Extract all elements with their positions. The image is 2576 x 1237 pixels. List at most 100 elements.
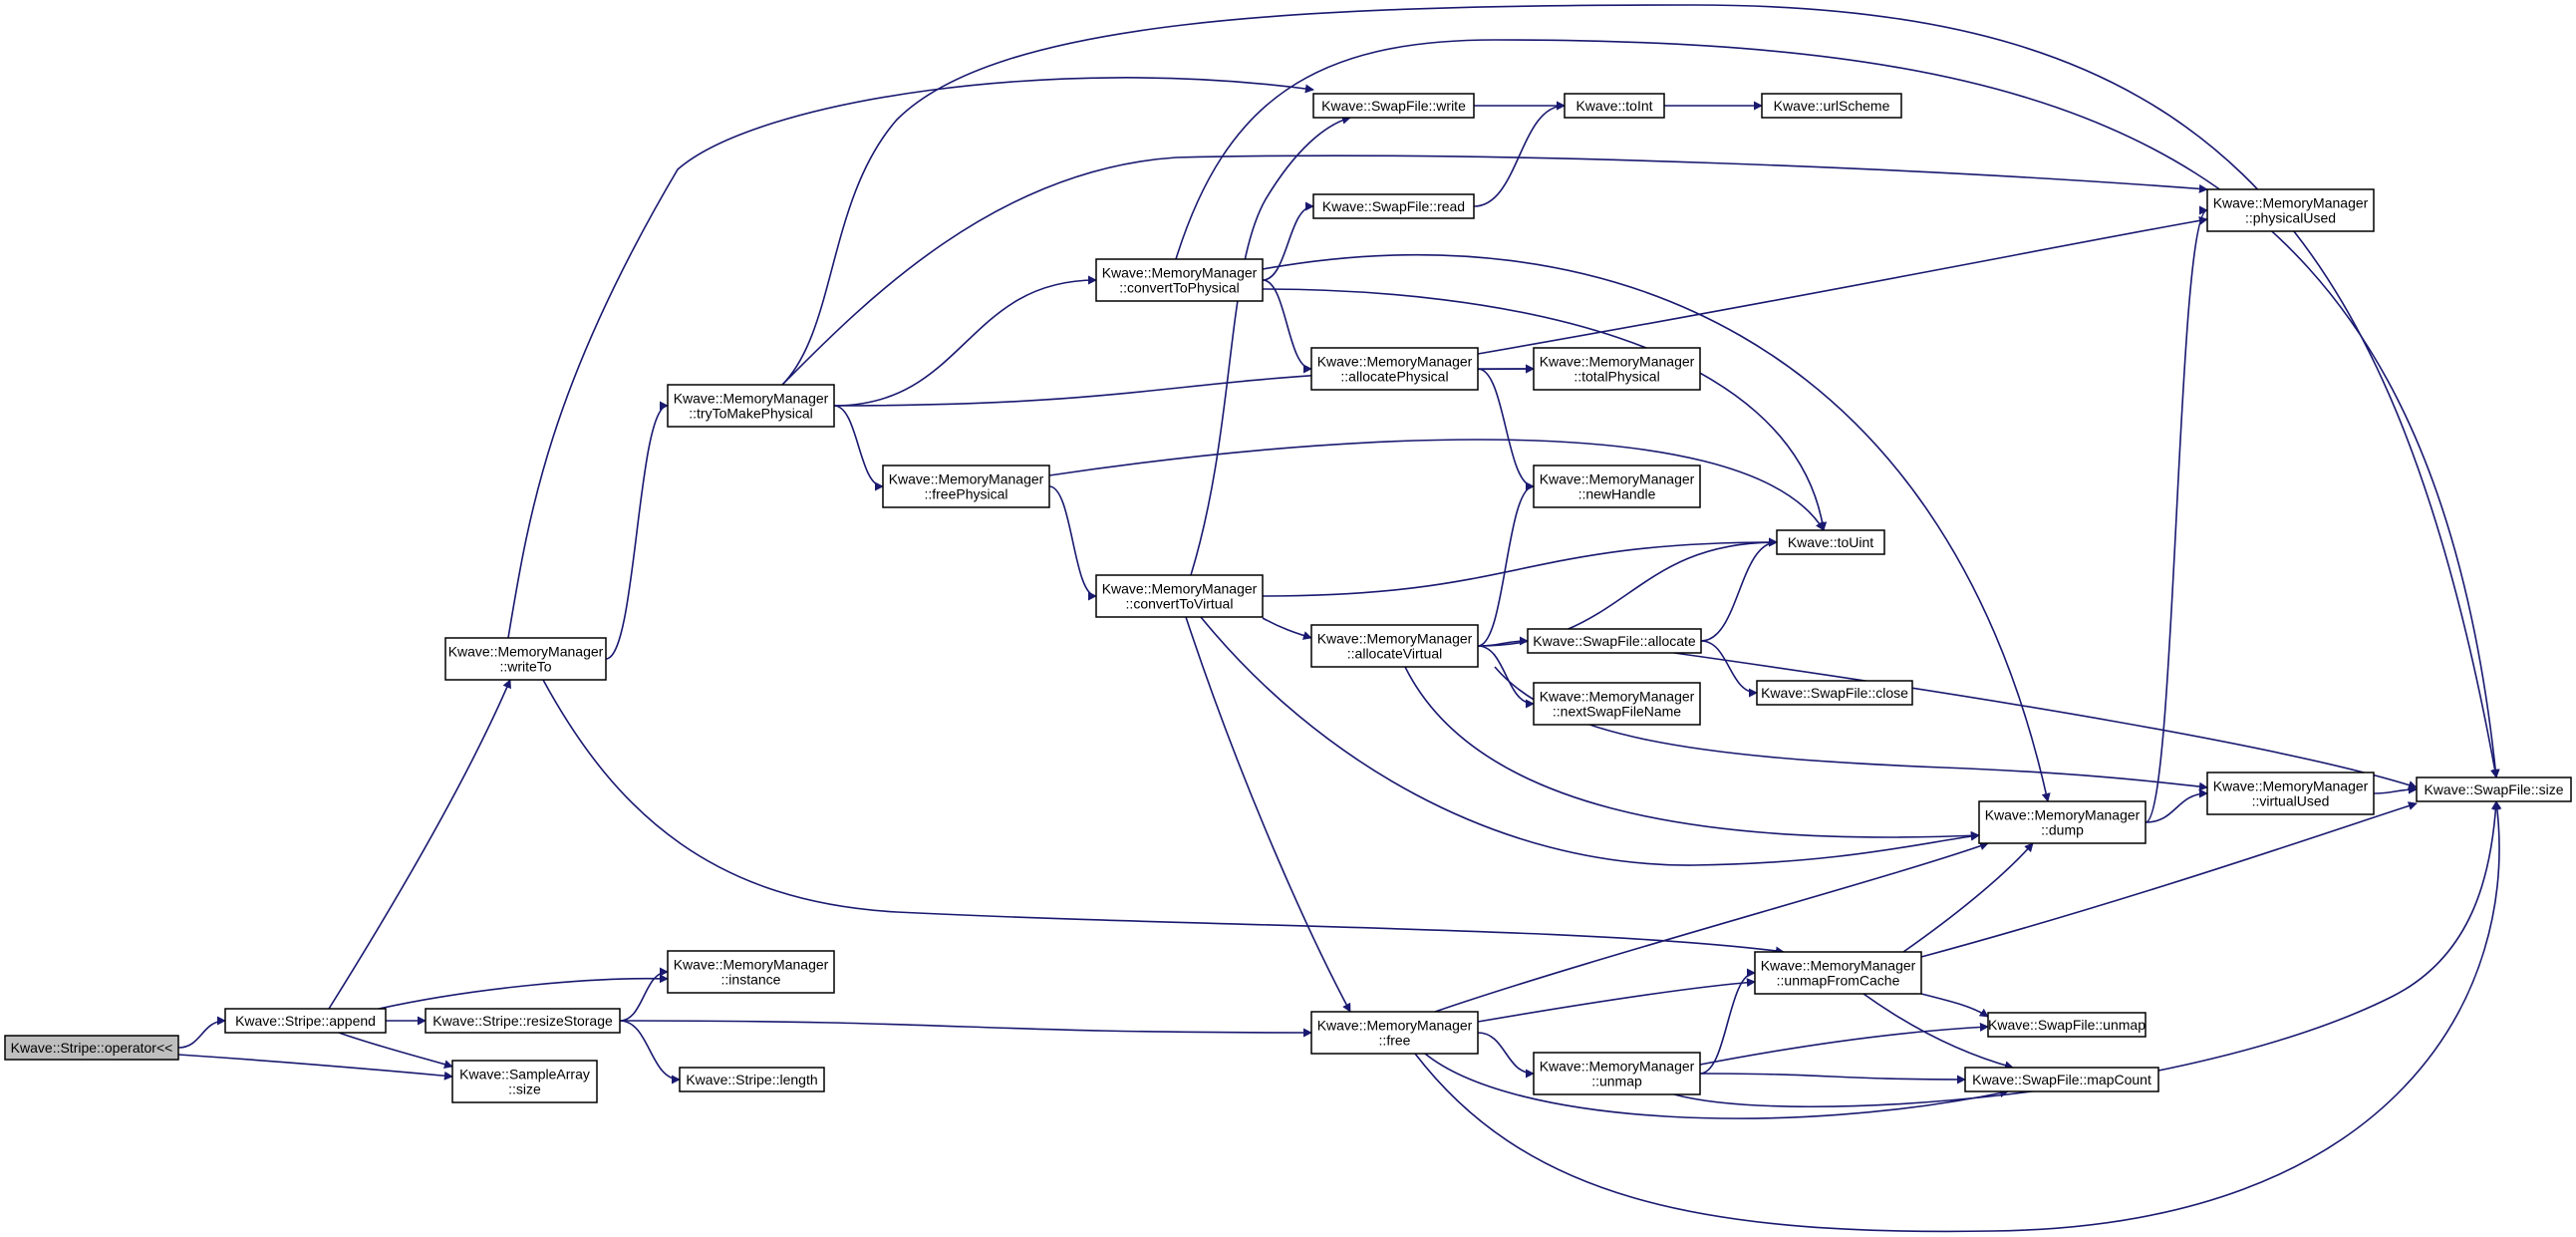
node-swAlloc[interactable]: Kwave::SwapFile::allocate (1527, 628, 1702, 654)
edge-path (1477, 645, 1535, 709)
edge-path (2145, 788, 2208, 823)
edge-path (542, 679, 1785, 956)
node-label: Kwave::SwapFile::unmap (1988, 1017, 2146, 1033)
node-append[interactable]: Kwave::Stripe::append (224, 1008, 387, 1034)
node-box (1312, 193, 1475, 219)
edge-path (1414, 800, 2502, 1233)
node-box (224, 1008, 387, 1034)
node-swWrite[interactable]: Kwave::SwapFile::write (1312, 93, 1475, 119)
edge-path (1262, 279, 1312, 374)
edge-append-to-writeTo (328, 679, 511, 1010)
edge-writeTo-to-tryPhys (605, 401, 669, 660)
node-label: Kwave::MemoryManager (674, 957, 829, 973)
node-label: Kwave::MemoryManager (1761, 958, 1916, 974)
edge-convPhys-to-swSize (1175, 39, 2500, 778)
node-allocPhys[interactable]: Kwave::MemoryManager::allocatePhysical (1310, 347, 1479, 391)
node-length[interactable]: Kwave::Stripe::length (679, 1067, 825, 1092)
node-convPhys[interactable]: Kwave::MemoryManager::convertToPhysical (1095, 258, 1264, 302)
node-label: ::dump (2041, 822, 2084, 838)
node-box (451, 1060, 598, 1103)
node-label: Kwave::MemoryManager (674, 391, 829, 407)
edge-unmapCache-to-swSize (1920, 801, 2418, 958)
edge-freePhys-to-convVirt (1048, 485, 1097, 601)
node-unmapCache[interactable]: Kwave::MemoryManager::unmapFromCache (1754, 951, 1922, 995)
node-totalPhys[interactable]: Kwave::MemoryManager::totalPhysical (1533, 347, 1701, 391)
edge-swAlloc-to-swSize (1673, 652, 2418, 789)
edge-allocPhys-to-physUsed (1477, 215, 2208, 355)
edge-path (1699, 1073, 1966, 1084)
node-physUsed[interactable]: Kwave::MemoryManager::physicalUsed (2206, 188, 2375, 232)
edge-allocVirt-to-swAlloc (1477, 636, 1529, 647)
node-box (1776, 529, 1885, 555)
node-label: Kwave::MemoryManager (2213, 195, 2369, 211)
node-label: Kwave::MemoryManager (1540, 471, 1695, 487)
node-unmap[interactable]: Kwave::MemoryManager::unmap (1533, 1052, 1701, 1095)
node-box (1978, 800, 2147, 844)
node-resize[interactable]: Kwave::Stripe::resizeStorage (425, 1008, 621, 1034)
node-label: Kwave::MemoryManager (1317, 1018, 1473, 1034)
node-box (1533, 682, 1701, 726)
node-dump[interactable]: Kwave::MemoryManager::dump (1978, 800, 2147, 844)
edge-freePhys-to-toUint (1048, 439, 1825, 531)
node-instance[interactable]: Kwave::MemoryManager::instance (667, 950, 835, 994)
edge-dump-to-virtUsed (2145, 788, 2208, 823)
node-label: ::size (508, 1082, 541, 1097)
node-op[interactable]: Kwave::Stripe::operator<< (4, 1035, 179, 1061)
node-box (1754, 951, 1922, 995)
node-tryPhys[interactable]: Kwave::MemoryManager::tryToMakePhysical (667, 384, 835, 428)
node-urlScheme[interactable]: Kwave::urlScheme (1761, 93, 1902, 119)
node-label: Kwave::MemoryManager (1317, 354, 1473, 370)
node-label: Kwave::Stripe::operator<< (11, 1040, 173, 1056)
node-swUnmap[interactable]: Kwave::SwapFile::unmap (1987, 1012, 2147, 1038)
node-allocVirt[interactable]: Kwave::MemoryManager::allocateVirtual (1310, 624, 1479, 668)
node-toInt[interactable]: Kwave::toInt (1564, 93, 1665, 119)
node-box (2206, 772, 2375, 815)
edge-path (1262, 254, 2051, 802)
edge-allocPhys-to-newHandle (1477, 368, 1535, 491)
node-label: ::unmapFromCache (1777, 973, 1900, 989)
edge-swAlloc-to-toUint (1700, 537, 1778, 642)
node-swMapCount[interactable]: Kwave::SwapFile::mapCount (1964, 1067, 2159, 1092)
edge-unmap-to-swSize (1673, 800, 2500, 1108)
node-virtUsed[interactable]: Kwave::MemoryManager::virtualUsed (2206, 772, 2375, 815)
node-free[interactable]: Kwave::MemoryManager::free (1310, 1011, 1479, 1055)
node-label: ::totalPhysical (1574, 369, 1659, 385)
edge-path (177, 1016, 226, 1049)
node-box (1533, 464, 1701, 508)
node-label: ::free (1379, 1033, 1411, 1049)
node-swClose[interactable]: Kwave::SwapFile::close (1756, 680, 1913, 706)
node-box (1310, 624, 1479, 668)
node-swSize[interactable]: Kwave::SwapFile::size (2416, 776, 2572, 802)
edge-path (1477, 978, 1756, 1023)
edge-path (781, 4, 2499, 778)
node-freePhys[interactable]: Kwave::MemoryManager::freePhysical (882, 464, 1050, 508)
node-nextSwap[interactable]: Kwave::MemoryManager::nextSwapFileName (1533, 682, 1701, 726)
node-label: ::allocatePhysical (1340, 369, 1448, 385)
node-label: Kwave::MemoryManager (1317, 631, 1473, 647)
edge-convVirt-to-swWrite (1190, 115, 1351, 576)
node-label: ::convertToPhysical (1119, 280, 1240, 296)
node-label: ::physicalUsed (2245, 210, 2336, 226)
node-convVirt[interactable]: Kwave::MemoryManager::convertToVirtual (1095, 574, 1264, 618)
edge-path (2145, 205, 2208, 823)
node-label: ::nextSwapFileName (1553, 704, 1681, 720)
node-sasize[interactable]: Kwave::SampleArray::size (451, 1060, 598, 1103)
edge-path (1920, 993, 1989, 1018)
node-newHandle[interactable]: Kwave::MemoryManager::newHandle (1533, 464, 1701, 508)
node-label: Kwave::SampleArray (459, 1067, 590, 1082)
edge-path (1404, 666, 1980, 840)
node-swRead[interactable]: Kwave::SwapFile::read (1312, 193, 1475, 219)
node-label: ::newHandle (1578, 486, 1656, 502)
node-label: Kwave::MemoryManager (1102, 265, 1258, 281)
node-writeTo[interactable]: Kwave::MemoryManager::writeTo (444, 637, 607, 681)
edge-convPhys-to-dump (1262, 254, 2051, 802)
node-label: ::unmap (1591, 1074, 1642, 1089)
node-box (2416, 776, 2572, 802)
edge-swAlloc-to-swClose (1700, 640, 1758, 698)
node-box (1533, 347, 1701, 391)
edge-path (1902, 842, 2034, 953)
node-label: Kwave::MemoryManager (1102, 581, 1258, 597)
node-box (425, 1008, 621, 1034)
node-toUint[interactable]: Kwave::toUint (1776, 529, 1885, 555)
node-label: Kwave::SwapFile::write (1321, 98, 1466, 114)
